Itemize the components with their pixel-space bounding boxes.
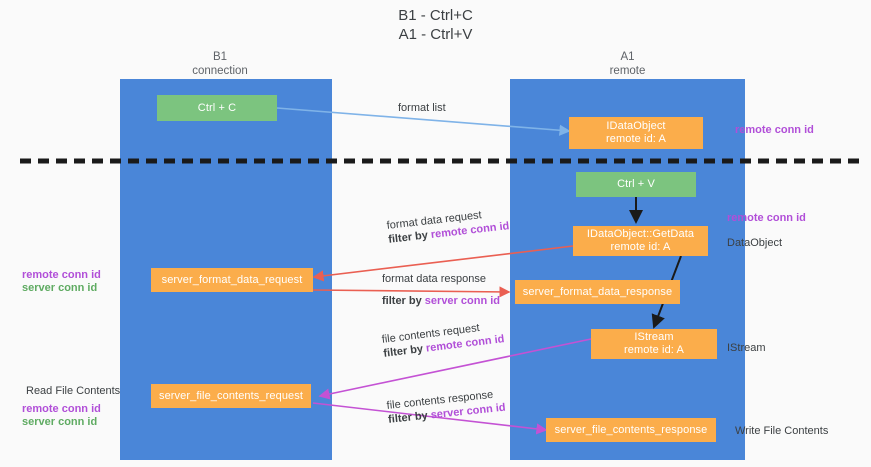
annotation-write-file-contents: Write File Contents [735,424,828,438]
annotation-left-remote-conn-id-2-text: remote conn id [22,403,101,415]
node-ctrl-v[interactable]: Ctrl + V [576,172,696,197]
node-istream-sublabel: remote id: A [624,344,684,356]
filter-by-text: filter by [382,295,425,307]
annotation-left-remote-conn-id-text: remote conn id [22,269,101,281]
conn-id-text: server conn id [424,295,500,307]
annotation-dataobject: DataObject [727,236,782,250]
edge-label-format-data-response-line1: format data response [382,273,486,285]
annotation-istream: IStream [727,341,766,355]
node-getdata-sublabel: remote id: A [610,241,671,253]
node-getdata-label: IDataObject::GetData [586,228,695,240]
node-istream[interactable]: IStream remote id: A [591,329,717,359]
node-server-format-data-response-label: server_format_data_response [522,285,673,298]
annotation-remote-conn-id-mid: remote conn id [727,211,806,225]
annotation-remote-conn-id-top: remote conn id [735,123,814,137]
edge-format-list [276,107,571,136]
node-idataobject-sublabel: remote id: A [606,133,666,145]
node-ctrl-c[interactable]: Ctrl + C [157,95,277,121]
node-server-file-contents-response[interactable]: server_file_contents_response [546,418,716,442]
annotation-dataobject-text: DataObject [727,237,783,249]
annotation-left-server-conn-id-2-text: server conn id [22,416,98,428]
annotation-remote-conn-id-mid-text: remote conn id [727,212,806,224]
annotation-left-server-conn-id-2: server conn id [22,415,97,429]
annotation-left-server-conn-id: server conn id [22,281,97,295]
edge-format-data-response [312,286,511,298]
annotation-remote-conn-id-top-text: remote conn id [735,124,814,136]
node-server-file-contents-response-label: server_file_contents_response [554,423,708,436]
node-server-format-data-request-label: server_format_data_request [161,273,303,286]
node-istream-label: IStream [634,331,674,343]
node-ctrl-v-label: Ctrl + V [617,178,655,190]
edge-file-contents-response [312,402,548,435]
node-idataobject-label: IDataObject [606,120,666,132]
edge-file-contents-request [318,338,592,400]
column-header-a1: A1 remote [609,51,646,77]
annotation-left-remote-conn-id: remote conn id [22,268,101,282]
node-idataobject[interactable]: IDataObject remote id: A [569,117,703,149]
column-header-b1: B1 connection [192,51,248,77]
node-server-format-data-request[interactable]: server_format_data_request [151,268,313,292]
edge-format-data-request [312,245,574,282]
annotation-read-file-contents-text: Read File Contents [26,385,121,397]
node-server-file-contents-request-label: server_file_contents_request [158,389,304,402]
node-ctrl-c-label: Ctrl + C [197,101,237,114]
edge-label-format-list: format list [398,101,446,115]
annotation-istream-text: IStream [727,342,766,354]
edge-label-format-data-response: format data response filter by server co… [382,272,500,308]
edge-label-format-data-response-line2: filter by server conn id [382,294,500,308]
page-title: B1 - Ctrl+C A1 - Ctrl+V [398,7,473,43]
edge-label-format-list-line1: format list [398,102,446,114]
node-server-file-contents-request[interactable]: server_file_contents_request [151,384,311,408]
annotation-write-file-contents-text: Write File Contents [735,425,829,437]
node-getdata[interactable]: IDataObject::GetData remote id: A [573,226,708,256]
annotation-read-file-contents: Read File Contents [26,384,120,398]
annotation-left-remote-conn-id-2: remote conn id [22,402,101,416]
node-server-format-data-response[interactable]: server_format_data_response [515,280,680,304]
annotation-left-server-conn-id-text: server conn id [22,282,98,294]
